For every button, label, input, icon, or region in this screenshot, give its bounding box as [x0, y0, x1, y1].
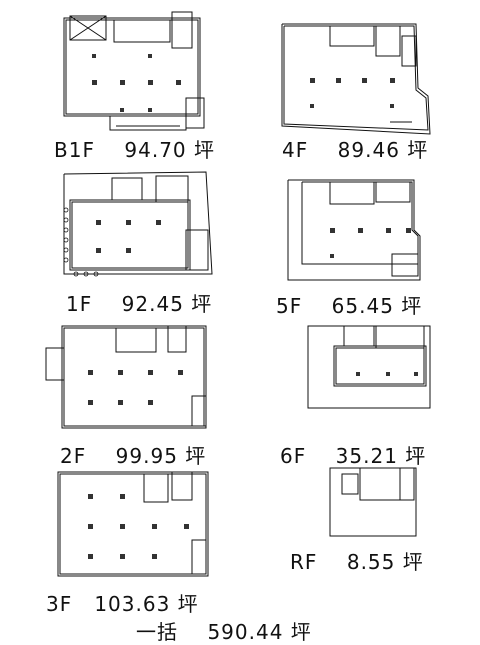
floor-plan-6f — [306, 322, 436, 412]
total-label: 一括 — [136, 620, 178, 644]
floor-area: 94.70 坪 — [124, 138, 216, 162]
caption-6f: 6F 35.21 坪 — [280, 440, 426, 469]
floor-label: RF — [290, 550, 318, 574]
caption-rf: RF 8.55 坪 — [290, 546, 424, 575]
caption-3f: 3F 103.63 坪 — [46, 588, 199, 617]
total-area: 590.44 坪 — [207, 620, 312, 644]
floor-plan-2f — [44, 320, 214, 432]
caption-total: 一括 590.44 坪 — [136, 616, 312, 645]
floor-plan-rf — [328, 464, 420, 540]
floor-area: 35.21 坪 — [335, 444, 427, 468]
floor-label: 1F — [66, 292, 93, 316]
caption-2f: 2F 99.95 坪 — [60, 440, 206, 469]
floor-plan-b1f — [62, 10, 212, 138]
floor-area: 89.46 坪 — [337, 138, 429, 162]
floor-area: 99.95 坪 — [115, 444, 207, 468]
floor-area: 103.63 坪 — [94, 592, 199, 616]
caption-4f: 4F 89.46 坪 — [282, 134, 428, 163]
floor-plan-5f — [286, 174, 436, 284]
floor-area: 92.45 坪 — [121, 292, 213, 316]
floor-area: 8.55 坪 — [346, 550, 424, 574]
caption-1f: 1F 92.45 坪 — [66, 288, 212, 317]
floor-plan-3f — [44, 468, 214, 580]
floor-label: 2F — [60, 444, 87, 468]
floor-label: B1F — [54, 138, 95, 162]
floor-label: 4F — [282, 138, 309, 162]
caption-b1f: B1F 94.70 坪 — [54, 134, 215, 163]
floor-label: 5F — [276, 294, 303, 318]
floor-label: 6F — [280, 444, 307, 468]
floor-plan-1f — [56, 170, 216, 284]
caption-5f: 5F 65.45 坪 — [276, 290, 422, 319]
floor-label: 3F — [46, 592, 73, 616]
floor-area: 65.45 坪 — [331, 294, 423, 318]
floor-plan-4f — [278, 18, 438, 136]
